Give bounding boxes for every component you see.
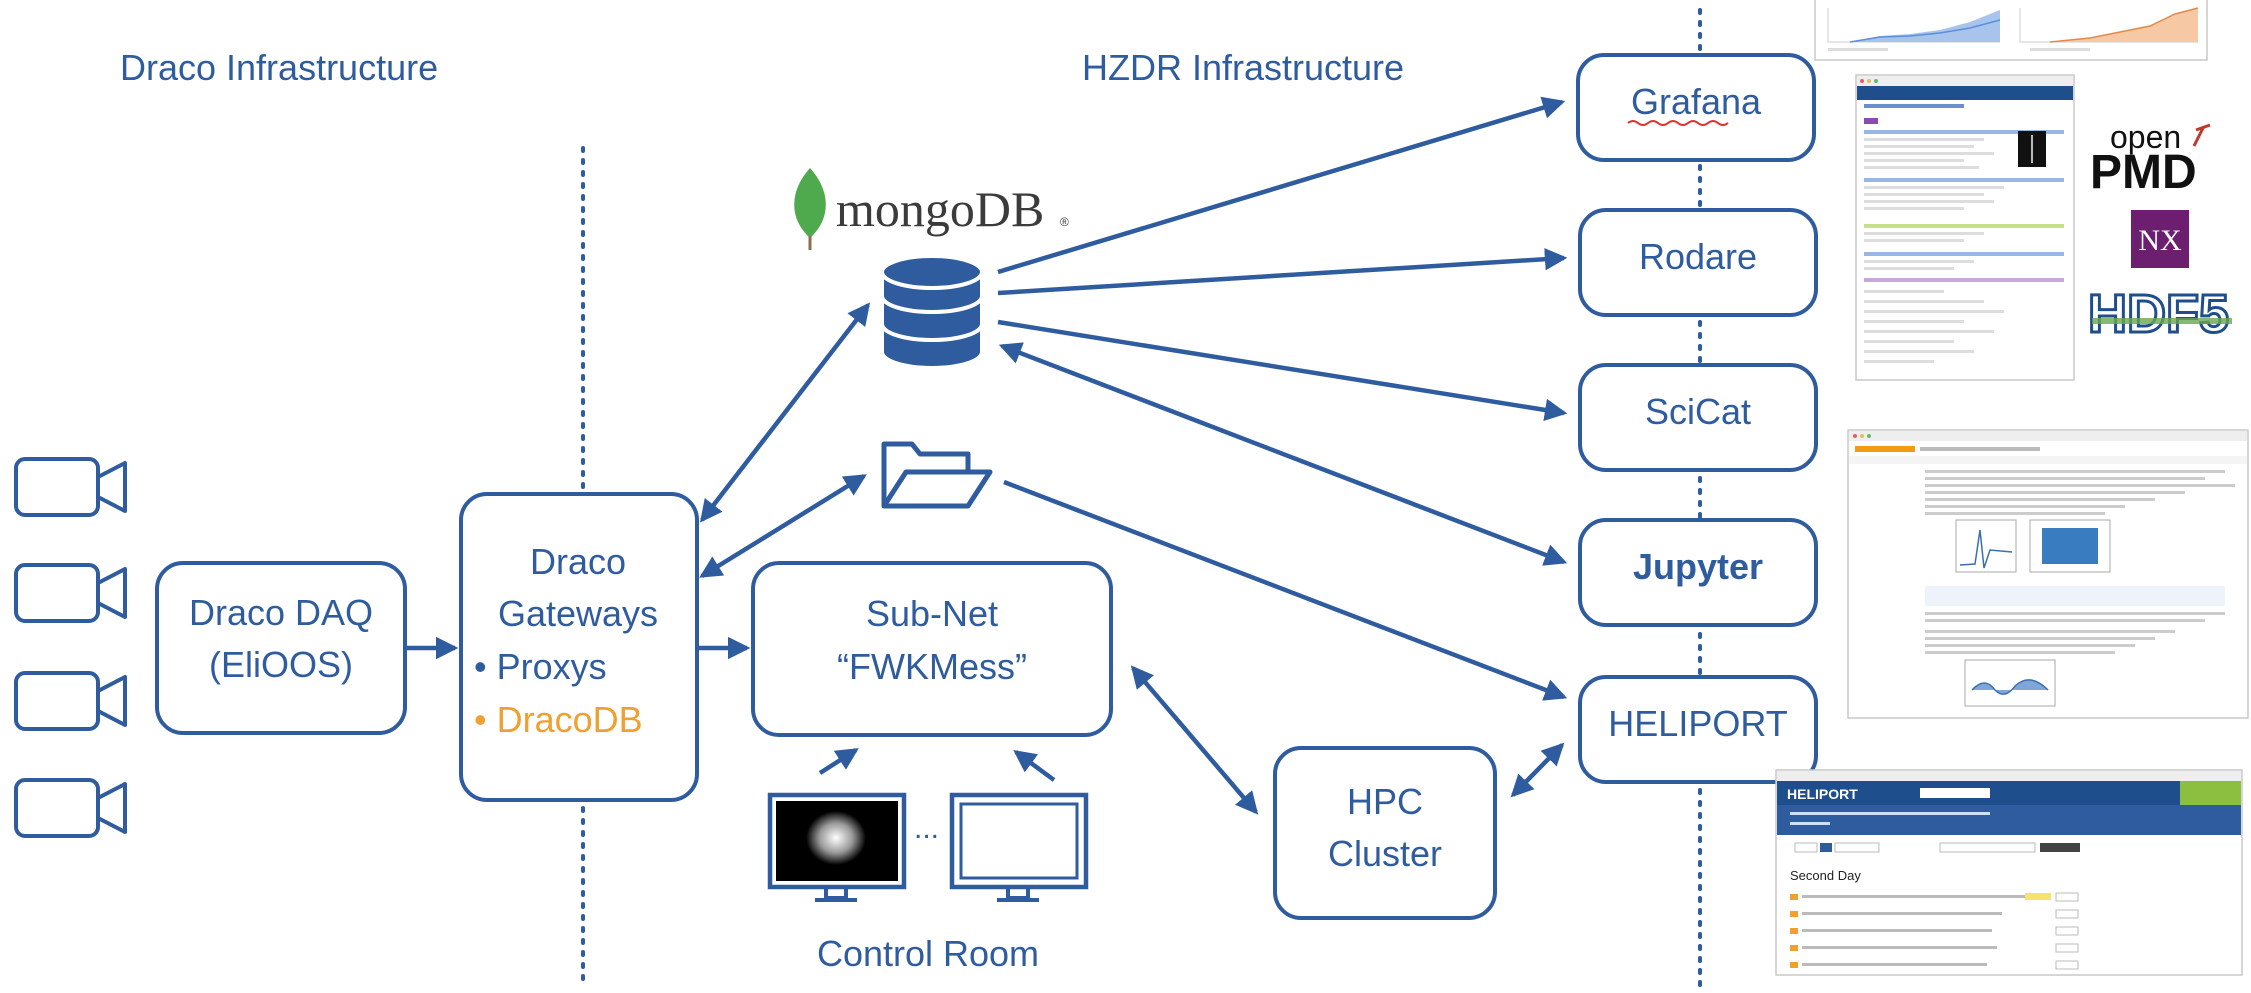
gateways-line2: Gateways (498, 593, 658, 634)
heliport-screenshot-thumbnail: HELIPORT Second Day (1775, 769, 2243, 976)
draco-daq-box: Draco DAQ (EliOOS) (155, 561, 407, 735)
arrow-mongodb-grafana (997, 96, 1566, 275)
draco-daq-line2: (EliOOS) (209, 644, 353, 685)
rodare-screenshot-thumbnail (1855, 74, 2075, 381)
video-camera-icon (14, 457, 127, 517)
spellcheck-underline (1627, 120, 1729, 126)
monitor-left-icon (767, 792, 907, 902)
video-camera-icon (14, 671, 127, 731)
jupyter-screenshot-thumbnail (1847, 429, 2249, 719)
monitor-ellipsis: ... (914, 812, 939, 845)
gateways-bullet-proxys: • Proxys (474, 646, 607, 687)
folder-open-icon (881, 441, 993, 509)
monitor-right-icon (949, 792, 1089, 902)
heliport-screenshot-brand: HELIPORT (1787, 786, 1858, 802)
jupyter-label: Jupyter (1633, 546, 1763, 587)
grafana-label: Grafana (1631, 81, 1762, 122)
scicat-label: SciCat (1645, 391, 1751, 432)
subnet-line1: Sub-Net (866, 593, 998, 634)
heliport-box: HELIPORT (1578, 675, 1818, 784)
gateways-bullet-dracodb: • DracoDB (474, 699, 643, 740)
hpc-cluster-box: HPC Cluster (1273, 746, 1497, 920)
openpmd-logo-bottom: PMD (2090, 146, 2197, 199)
draco-gateways-box: Draco Gateways • Proxys • DracoDB (459, 492, 699, 802)
jupyter-box: Jupyter (1578, 518, 1818, 627)
mongodb-registered-mark: ® (1060, 215, 1069, 229)
grafana-screenshot-thumbnail (1814, 0, 2208, 61)
video-camera-icon (14, 563, 127, 623)
arrow-monitor-right-to-subnet (1013, 749, 1056, 782)
rodare-label: Rodare (1639, 236, 1757, 277)
database-icon (880, 254, 984, 370)
camera-icon-group (14, 457, 127, 838)
grafana-box: Grafana (1576, 53, 1816, 162)
scicat-box: SciCat (1578, 363, 1818, 472)
arrow-gateways-folder (699, 474, 867, 578)
mongodb-wordmark: mongoDB (836, 181, 1044, 237)
subnet-line2: “FWKMess” (837, 646, 1027, 687)
draco-daq-line1: Draco DAQ (189, 592, 373, 633)
arrow-mongodb-rodare (997, 247, 1568, 296)
arrow-subnet-hpc (1130, 665, 1259, 815)
mongodb-logo: mongoDB ® (794, 168, 1069, 250)
arrow-monitor-left-to-subnet (818, 748, 859, 775)
openpmd-logo: open PMD (2090, 119, 2211, 199)
arrow-hpc-heliport (1510, 742, 1565, 798)
draco-infrastructure-header: Draco Infrastructure (120, 47, 438, 88)
openpmd-logo-top: open (2110, 119, 2181, 155)
hpc-line2: Cluster (1328, 833, 1442, 874)
mongodb-leaf-icon (794, 168, 826, 238)
heliport-label: HELIPORT (1608, 703, 1787, 744)
hdf5-logo: HDF5 (2087, 283, 2232, 346)
rodare-box: Rodare (1578, 208, 1818, 317)
arrow-folder-heliport (1003, 479, 1568, 701)
video-camera-icon (14, 778, 127, 838)
heliport-screenshot-section-title: Second Day (1790, 868, 1861, 883)
control-room-label: Control Room (817, 933, 1039, 974)
nexus-logo: NX (2131, 210, 2189, 268)
arrow-mongodb-scicat (997, 319, 1568, 422)
hzdr-infrastructure-header: HZDR Infrastructure (1082, 47, 1404, 88)
gateways-line1: Draco (530, 541, 626, 582)
hdf5-logo-text: HDF5 (2088, 284, 2229, 344)
subnet-box: Sub-Net “FWKMess” (751, 561, 1113, 737)
nexus-logo-text: NX (2138, 224, 2182, 257)
connection-arrows (405, 96, 1568, 815)
hpc-line1: HPC (1347, 781, 1423, 822)
arrow-mongodb-jupyter (998, 342, 1568, 566)
